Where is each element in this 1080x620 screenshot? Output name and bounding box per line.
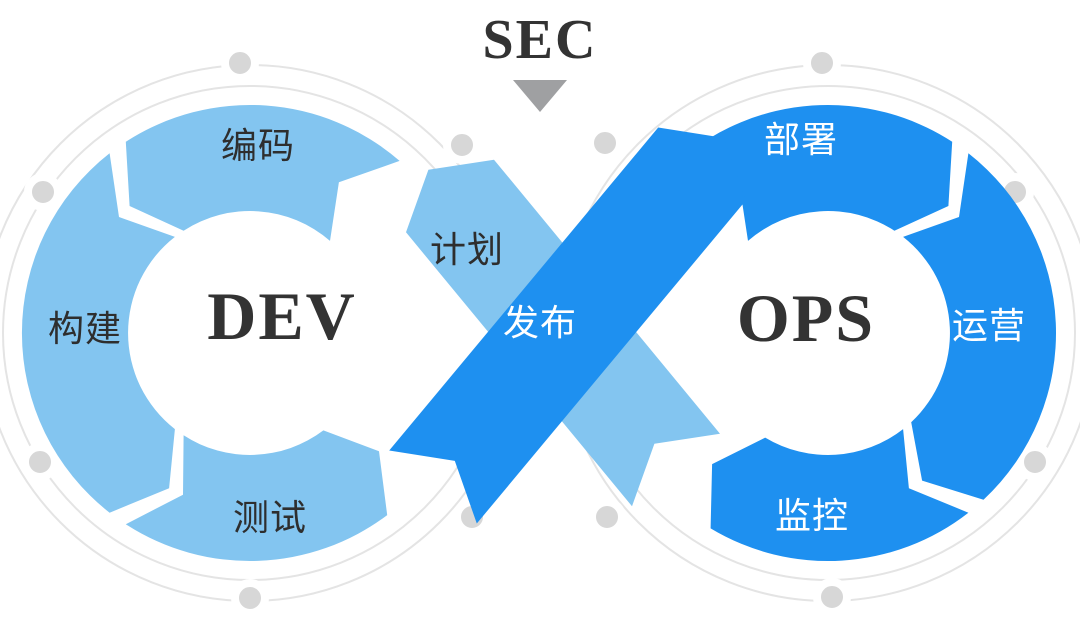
monitor-label: 监控 — [774, 496, 850, 537]
ops-label: OPS — [736, 280, 876, 356]
deploy-label: 部署 — [763, 120, 839, 161]
sec-arrow-icon — [513, 80, 567, 112]
code-arc — [125, 104, 400, 241]
release-label: 发布 — [502, 303, 578, 344]
code-label: 编码 — [220, 126, 296, 167]
sec-label: SEC — [482, 9, 598, 71]
milestone-dot — [24, 173, 62, 211]
milestone-dot — [813, 578, 851, 616]
release-band — [389, 127, 746, 524]
milestone-dot — [588, 498, 626, 536]
deploy-arc — [678, 104, 953, 241]
milestone-dot — [21, 443, 59, 481]
milestone-dot — [803, 44, 841, 82]
plan-label: 计划 — [429, 230, 505, 271]
operate-label: 运营 — [951, 306, 1027, 347]
monitor-arc — [710, 429, 969, 561]
build-label: 构建 — [47, 309, 123, 350]
operate-arc — [903, 153, 1057, 500]
milestone-dot — [1016, 443, 1054, 481]
milestone-dot — [586, 124, 624, 162]
test-arc — [125, 430, 388, 561]
test-label: 测试 — [232, 498, 308, 539]
dev-label: DEV — [207, 278, 357, 354]
milestone-dot — [231, 579, 269, 617]
build-arc — [21, 153, 175, 513]
milestone-dot — [221, 44, 259, 82]
milestone-dot — [443, 126, 481, 164]
